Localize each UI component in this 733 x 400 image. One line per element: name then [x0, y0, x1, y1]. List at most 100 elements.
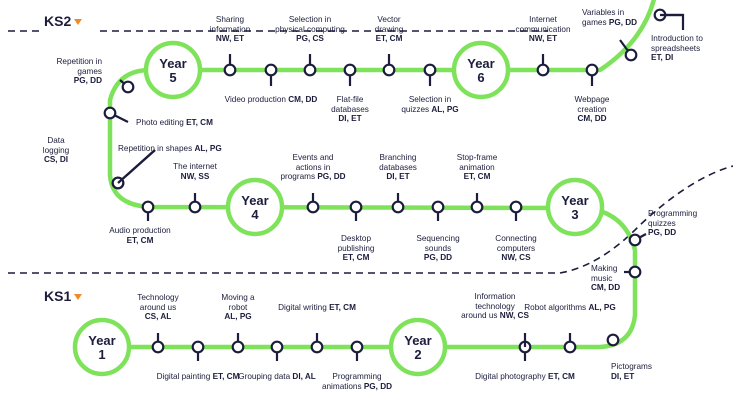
ks2-arrow-icon — [74, 19, 83, 26]
unit-codes: CM, DD — [591, 283, 621, 293]
unit-title-tail-text: games — [582, 17, 609, 27]
unit-codes: ET, CM — [329, 303, 356, 312]
unit-title-line: Selection in — [408, 95, 452, 104]
unit-codes: CS, DI — [43, 155, 69, 165]
year-4-number: 4 — [251, 207, 259, 222]
unit-title-line: actions in — [295, 162, 331, 172]
unit-codes: PG, DD — [423, 253, 453, 263]
moving-robot-marker — [231, 340, 245, 354]
ks1-stage-label: KS1 — [44, 288, 83, 304]
unit-title-line: Making — [591, 264, 618, 273]
unit-codes: AL, PG — [224, 312, 252, 322]
unit-title-line: information — [209, 24, 251, 34]
stop-frame-marker — [470, 200, 484, 214]
unit-title-line: games — [77, 66, 102, 76]
unit-title-line: around us — [139, 302, 177, 312]
year-2-number: 2 — [414, 347, 421, 362]
unit-title-line: Flat-file — [336, 95, 364, 104]
unit-codes: PG, DD — [608, 17, 638, 27]
photo-editing-marker — [103, 106, 117, 120]
unit-title-line: databases — [331, 104, 369, 114]
unit-title-text: Repetition in shapes — [118, 144, 195, 153]
unit-codes: PG, CS — [296, 34, 324, 44]
year-3-label: Year — [561, 193, 588, 208]
unit-title-text: Robot algorithms — [524, 303, 589, 312]
unit-title-line: Desktop — [340, 234, 372, 243]
unit-title-line: Connecting — [495, 234, 537, 243]
unit-title-line: physical computing — [275, 24, 345, 34]
unit-title-text: animations — [321, 381, 364, 391]
unit-codes: ET, CM — [463, 172, 491, 182]
internet-communication-marker — [536, 63, 550, 77]
spreadsheets-hook — [660, 13, 685, 30]
unit-title-line: Sequencing — [416, 234, 460, 243]
unit-title-line: Stop-frame — [456, 153, 498, 162]
unit-codes: CM, DD — [577, 114, 607, 124]
unit-title-text: around us — [461, 311, 500, 321]
unit-title-line: Pictograms — [611, 362, 652, 371]
unit-codes: ET, CM — [342, 253, 370, 263]
unit-codes: CM, DD — [288, 95, 318, 104]
year-6-circle — [451, 40, 511, 100]
desktop-publishing-marker — [349, 200, 363, 214]
unit-codes: ET, CM — [375, 34, 403, 44]
unit-codes: ET, DI — [651, 53, 674, 63]
audio-production-marker — [141, 200, 155, 214]
unit-codes: PG, DD — [363, 381, 393, 391]
unit-title-line: quizzes — [648, 218, 676, 228]
unit-codes: AL, PG — [194, 144, 222, 153]
unit-title-line: logging — [42, 145, 70, 155]
repetition-games-marker — [121, 80, 135, 94]
unit-title-line: Introduction to — [651, 34, 703, 43]
programming-animations-marker — [350, 340, 364, 354]
green-path — [97, 0, 657, 350]
unit-title-line: publishing — [337, 243, 375, 253]
programming-quizzes-marker — [628, 233, 642, 247]
digital-writing-marker — [310, 340, 324, 354]
unit-title-line: Robot algorithms AL, PG — [524, 303, 615, 313]
unit-title-line: Information — [474, 292, 516, 301]
unit-label-27: Grouping data DI, AL — [238, 372, 316, 382]
unit-codes: NW, SS — [180, 171, 210, 181]
unit-title-line: Selection in — [288, 15, 332, 24]
year-5-circle — [143, 40, 203, 100]
unit-codes: AL, PG — [431, 104, 459, 114]
unit-codes: AL, PG — [588, 303, 616, 312]
year-4-circle — [225, 177, 285, 237]
unit-title-line: Grouping data DI, AL — [238, 372, 316, 382]
unit-title-line: creation — [577, 104, 607, 114]
unit-title-line: drawing — [374, 24, 404, 34]
unit-title-line: Video production CM, DD — [225, 95, 318, 105]
unit-codes: PG, DD — [73, 76, 102, 86]
unit-title-text: Digital photography — [475, 372, 548, 381]
unit-title-line: Digital writing ET, CM — [278, 303, 356, 313]
digital-painting-marker — [191, 340, 205, 354]
unit-title-line: Digital painting ET, CM — [157, 372, 240, 382]
unit-title-line: technology — [475, 301, 515, 311]
unit-title-line: Variables in — [582, 8, 625, 17]
unit-title-line: The internet — [173, 162, 217, 171]
unit-title-line: Audio production — [109, 226, 171, 235]
unit-title-line: Selection in — [401, 95, 458, 105]
unit-title-line: Internet — [529, 15, 557, 24]
sharing-information-marker — [223, 63, 237, 77]
unit-codes: ET, CM — [547, 372, 575, 381]
unit-title-line: computers — [496, 243, 536, 253]
year-6-number: 6 — [477, 70, 484, 85]
